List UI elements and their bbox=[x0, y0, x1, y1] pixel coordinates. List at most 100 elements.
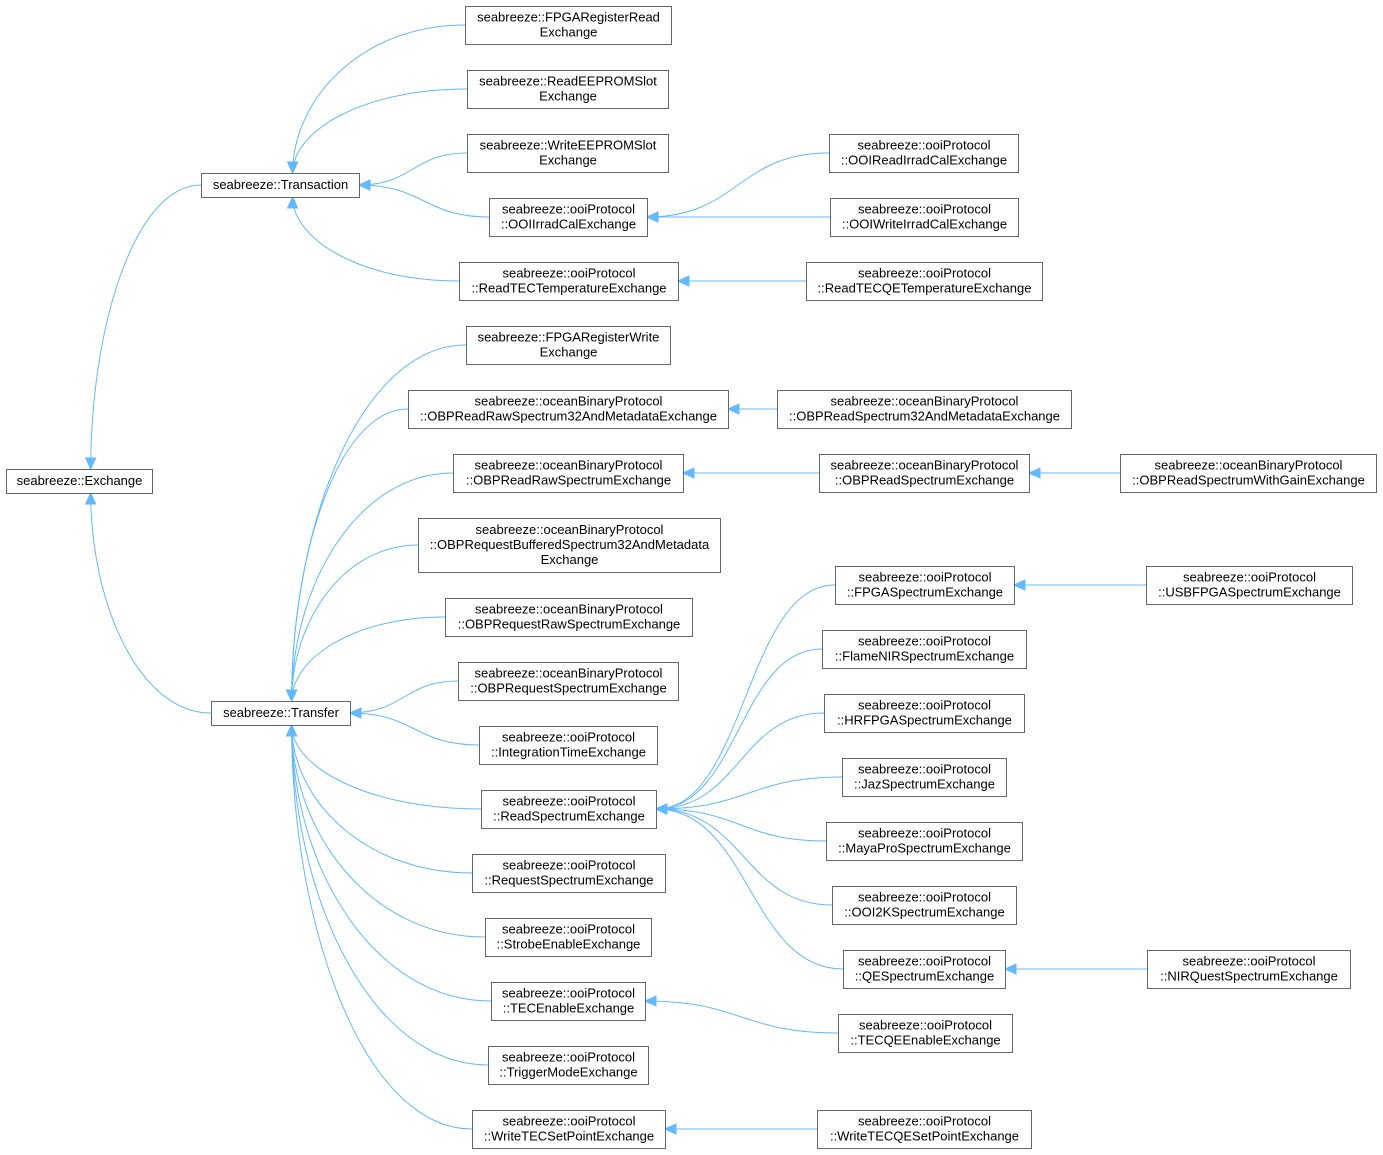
inheritance-edge-transfer-to-exchange bbox=[84, 491, 212, 714]
inheritance-edge-request_spectrum-to-transfer bbox=[285, 723, 473, 874]
class-node-obp_raw32meta[interactable]: seabreeze::oceanBinaryProtocol::OBPReadR… bbox=[408, 390, 729, 429]
class-node-label: seabreeze::oceanBinaryProtocol bbox=[475, 458, 663, 473]
class-node-label: seabreeze::Transaction bbox=[213, 177, 348, 192]
class-node-box bbox=[6, 469, 153, 494]
class-node-label: seabreeze::ooiProtocol bbox=[502, 1050, 635, 1065]
class-node-box bbox=[819, 454, 1030, 493]
class-node-label: Exchange bbox=[540, 345, 598, 360]
class-node-ooi2k_spectrum[interactable]: seabreeze::ooiProtocol::OOI2KSpectrumExc… bbox=[832, 886, 1017, 925]
class-node-integration_time[interactable]: seabreeze::ooiProtocol::IntegrationTimeE… bbox=[479, 726, 658, 765]
class-node-read_tec_temp[interactable]: seabreeze::ooiProtocol::ReadTECTemperatu… bbox=[459, 262, 679, 301]
class-node-hr_fpga[interactable]: seabreeze::ooiProtocol::HRFPGASpectrumEx… bbox=[824, 694, 1025, 733]
class-node-label: Exchange bbox=[540, 25, 598, 40]
class-node-transaction[interactable]: seabreeze::Transaction bbox=[201, 173, 360, 198]
inheritance-edge-mayapro_spectrum-to-read_spectrum bbox=[654, 803, 827, 842]
class-node-label: seabreeze::ooiProtocol bbox=[858, 954, 991, 969]
class-node-write_tec_setpoint[interactable]: seabreeze::ooiProtocol::WriteTECSetPoint… bbox=[472, 1110, 666, 1149]
class-node-label: seabreeze::ooiProtocol bbox=[502, 922, 635, 937]
inheritance-edge-integration_time-to-transfer bbox=[348, 707, 480, 746]
class-node-label: seabreeze::oceanBinaryProtocol bbox=[1155, 458, 1343, 473]
class-node-label: ::MayaProSpectrumExchange bbox=[838, 841, 1011, 856]
class-node-label: seabreeze::oceanBinaryProtocol bbox=[475, 394, 663, 409]
class-node-box bbox=[445, 598, 693, 637]
class-node-obp_req_buffered[interactable]: seabreeze::oceanBinaryProtocol::OBPReque… bbox=[418, 518, 721, 573]
class-node-tec_enable[interactable]: seabreeze::ooiProtocol::TECEnableExchang… bbox=[491, 982, 646, 1021]
class-node-label: ::OBPReadSpectrumExchange bbox=[835, 473, 1014, 488]
class-node-box bbox=[817, 1110, 1032, 1149]
class-node-label: ::OBPReadSpectrumWithGainExchange bbox=[1132, 473, 1365, 488]
class-node-label: ::ReadTECTemperatureExchange bbox=[471, 281, 666, 296]
class-node-obp_raw[interactable]: seabreeze::oceanBinaryProtocol::OBPReadR… bbox=[453, 454, 684, 493]
inheritance-edge-obp_req-to-transfer bbox=[348, 680, 459, 719]
class-node-box bbox=[822, 630, 1027, 669]
class-node-label: ::StrobeEnableExchange bbox=[497, 937, 641, 952]
class-node-label: ::IntegrationTimeExchange bbox=[491, 745, 646, 760]
class-node-label: seabreeze::ooiProtocol bbox=[503, 794, 636, 809]
class-node-ooi_irradcal[interactable]: seabreeze::ooiProtocol::OOIIrradCalExcha… bbox=[489, 198, 648, 237]
class-node-box bbox=[418, 518, 721, 573]
inheritance-edge-write_tec_setpoint-to-transfer bbox=[285, 723, 473, 1130]
class-node-label: seabreeze::ooiProtocol bbox=[858, 138, 991, 153]
class-node-label: seabreeze::FPGARegisterRead bbox=[477, 10, 660, 25]
class-node-obp_read[interactable]: seabreeze::oceanBinaryProtocol::OBPReadS… bbox=[819, 454, 1030, 493]
class-node-label: seabreeze::ooiProtocol bbox=[858, 266, 991, 281]
class-node-ooi_write_irradcal[interactable]: seabreeze::ooiProtocol::OOIWriteIrradCal… bbox=[830, 198, 1019, 237]
class-node-tecqe_enable[interactable]: seabreeze::ooiProtocol::TECQEEnableExcha… bbox=[838, 1014, 1013, 1053]
class-node-label: ::HRFPGASpectrumExchange bbox=[837, 713, 1012, 728]
class-node-box bbox=[777, 390, 1072, 429]
class-node-label: seabreeze::oceanBinaryProtocol bbox=[831, 458, 1019, 473]
class-node-box bbox=[829, 134, 1019, 173]
class-node-usb_fpga_spectrum[interactable]: seabreeze::ooiProtocol::USBFPGASpectrumE… bbox=[1146, 566, 1353, 605]
class-node-nirquest_spectrum[interactable]: seabreeze::ooiProtocol::NIRQuestSpectrum… bbox=[1147, 950, 1351, 989]
class-node-obp_read32meta[interactable]: seabreeze::oceanBinaryProtocol::OBPReadS… bbox=[777, 390, 1072, 429]
class-node-flame_nir[interactable]: seabreeze::ooiProtocol::FlameNIRSpectrum… bbox=[822, 630, 1027, 669]
class-node-box bbox=[485, 918, 652, 957]
class-node-label: ::OBPReadSpectrum32AndMetadataExchange bbox=[789, 409, 1060, 424]
class-node-write_tecqe_setpoint[interactable]: seabreeze::ooiProtocol::WriteTECQESetPoi… bbox=[817, 1110, 1032, 1149]
class-node-label: seabreeze::ooiProtocol bbox=[858, 890, 991, 905]
class-node-transfer[interactable]: seabreeze::Transfer bbox=[211, 701, 351, 726]
class-node-read_tecqe_temp[interactable]: seabreeze::ooiProtocol::ReadTECQETempera… bbox=[806, 262, 1043, 301]
class-node-label: seabreeze::ooiProtocol bbox=[858, 202, 991, 217]
class-node-box bbox=[491, 982, 646, 1021]
class-node-obp_read_gain[interactable]: seabreeze::oceanBinaryProtocol::OBPReadS… bbox=[1120, 454, 1377, 493]
class-node-exchange[interactable]: seabreeze::Exchange bbox=[6, 469, 153, 494]
class-node-label: ::USBFPGASpectrumExchange bbox=[1158, 585, 1341, 600]
inheritance-edge-tec_enable-to-transfer bbox=[285, 723, 492, 1002]
class-node-label: seabreeze::ooiProtocol bbox=[859, 570, 992, 585]
class-node-box bbox=[832, 886, 1017, 925]
class-node-request_spectrum[interactable]: seabreeze::ooiProtocol::RequestSpectrumE… bbox=[472, 854, 666, 893]
class-node-label: seabreeze::ReadEEPROMSlot bbox=[479, 74, 657, 89]
class-node-box bbox=[1120, 454, 1377, 493]
inheritance-edge-ooi_irradcal-to-transaction bbox=[357, 179, 490, 218]
class-node-box bbox=[472, 854, 666, 893]
class-node-label: ::TriggerModeExchange bbox=[499, 1065, 637, 1080]
class-node-obp_req_raw[interactable]: seabreeze::oceanBinaryProtocol::OBPReque… bbox=[445, 598, 693, 637]
class-node-label: ::FlameNIRSpectrumExchange bbox=[835, 649, 1014, 664]
class-node-trigger_mode[interactable]: seabreeze::ooiProtocol::TriggerModeExcha… bbox=[488, 1046, 649, 1085]
class-node-obp_req[interactable]: seabreeze::oceanBinaryProtocol::OBPReque… bbox=[458, 662, 679, 701]
class-node-label: seabreeze::oceanBinaryProtocol bbox=[831, 394, 1019, 409]
class-node-jaz_spectrum[interactable]: seabreeze::ooiProtocol::JazSpectrumExcha… bbox=[842, 758, 1007, 797]
class-node-qe_spectrum[interactable]: seabreeze::ooiProtocol::QESpectrumExchan… bbox=[843, 950, 1006, 989]
class-node-label: seabreeze::ooiProtocol bbox=[858, 762, 991, 777]
inheritance-edge-obp_req_buffered-to-transfer bbox=[285, 544, 419, 703]
class-node-box bbox=[842, 758, 1007, 797]
class-node-label: seabreeze::ooiProtocol bbox=[858, 634, 991, 649]
class-node-label: seabreeze::WriteEEPROMSlot bbox=[480, 138, 657, 153]
class-node-label: Exchange bbox=[541, 552, 599, 567]
class-node-read_spectrum[interactable]: seabreeze::ooiProtocol::ReadSpectrumExch… bbox=[481, 790, 657, 829]
class-node-strobe_enable[interactable]: seabreeze::ooiProtocol::StrobeEnableExch… bbox=[485, 918, 652, 957]
class-node-label: ::TECEnableExchange bbox=[503, 1001, 635, 1016]
class-node-fpga_spectrum[interactable]: seabreeze::ooiProtocol::FPGASpectrumExch… bbox=[835, 566, 1015, 605]
class-node-mayapro_spectrum[interactable]: seabreeze::ooiProtocol::MayaProSpectrumE… bbox=[826, 822, 1023, 861]
class-node-label: Exchange bbox=[539, 153, 597, 168]
class-node-ooi_read_irradcal[interactable]: seabreeze::ooiProtocol::OOIReadIrradCalE… bbox=[829, 134, 1019, 173]
class-node-label: seabreeze::Transfer bbox=[223, 705, 340, 720]
class-node-label: ::OBPRequestBufferedSpectrum32AndMetadat… bbox=[430, 537, 710, 552]
